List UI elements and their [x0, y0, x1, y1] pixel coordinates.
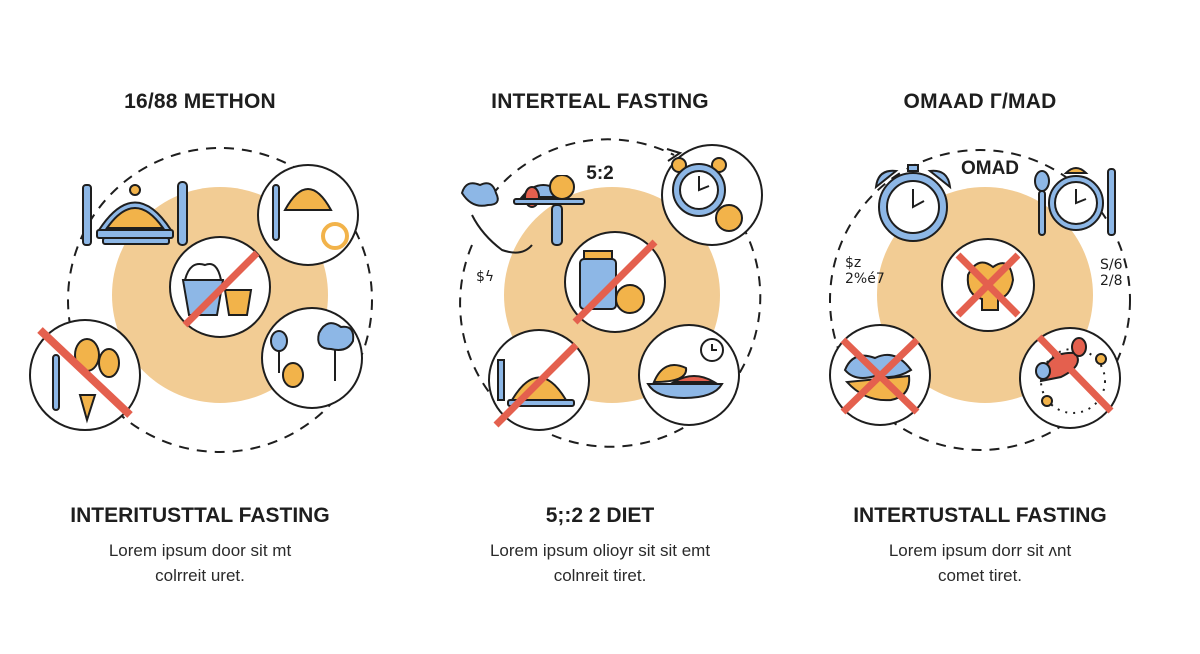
- alarm-clock-icon: [874, 164, 952, 242]
- no-dish-icon: [1019, 327, 1121, 429]
- side-note: $ϟ: [476, 269, 495, 285]
- footer-line-1: Lorem ipsum door sit mt: [108, 541, 292, 560]
- footer-title: INTERITUSTTAL FASTING: [70, 504, 330, 527]
- footer-line-1: Lorem ipsum dorr sit ʌnt: [888, 541, 1072, 560]
- panel-16-8-method: 16/88 METHON: [25, 0, 425, 654]
- fork-pie-icon: [257, 164, 359, 266]
- hand-broccoli-dish-icon: [460, 175, 585, 254]
- no-cloche-icon: [488, 329, 590, 431]
- plate-clock-cutlery-icon: [1034, 167, 1116, 236]
- no-jar-coins-icon: [564, 231, 666, 333]
- method-diagram: 5:2 $ϟ: [412, 135, 812, 465]
- footer-title: INTERTUSTALL FASTING: [853, 504, 1107, 527]
- no-sweets-icon: [29, 319, 141, 431]
- no-cake-icon: [829, 324, 931, 426]
- no-snacks-drink-icon: [169, 236, 271, 338]
- method-diagram: OMAD $z 2%é7 S/6 2/8: [790, 135, 1190, 465]
- no-fruit-icon: [941, 238, 1035, 332]
- dining-cloche-icon: [82, 181, 188, 246]
- bowl-clock-icon: [638, 324, 740, 426]
- footer-line-1: Lorem ipsum olioyr sit sit emt: [489, 541, 711, 560]
- inner-label: OMAD: [960, 158, 1020, 179]
- panel-5-2-diet: INTERTEAL FASTING 5:2 $ϟ: [412, 0, 812, 654]
- panel-title: 16/88 METHON: [124, 90, 276, 113]
- inner-label: 5:2: [586, 163, 614, 184]
- panel-omad: OMAAD Г/MAD OMAD $z 2%é7 S/6 2/8: [790, 0, 1190, 654]
- method-diagram: [25, 135, 425, 465]
- footer-line-2: comet tiret.: [937, 566, 1023, 585]
- footer-description: Lorem ipsum dorr sit ʌnt comet tiret.: [780, 538, 1180, 588]
- panel-title: OMAAD Г/MAD: [903, 90, 1057, 113]
- side-note-left: $z 2%é7: [845, 255, 885, 287]
- side-note-right: S/6 2/8: [1100, 257, 1123, 289]
- footer-line-2: colrreit uret.: [155, 566, 245, 585]
- footer-line-2: colnreit tiret.: [553, 566, 647, 585]
- panel-title: INTERTEAL FASTING: [491, 90, 709, 113]
- footer-description: Lorem ipsum door sit mt colrreit uret.: [0, 538, 400, 588]
- trees-balloons-icon: [261, 307, 363, 409]
- alarm-clock-cookie-icon: [661, 144, 763, 246]
- footer-title: 5;:2 2 DIET: [545, 504, 655, 527]
- footer-description: Lorem ipsum olioyr sit sit emt colnreit …: [400, 538, 800, 588]
